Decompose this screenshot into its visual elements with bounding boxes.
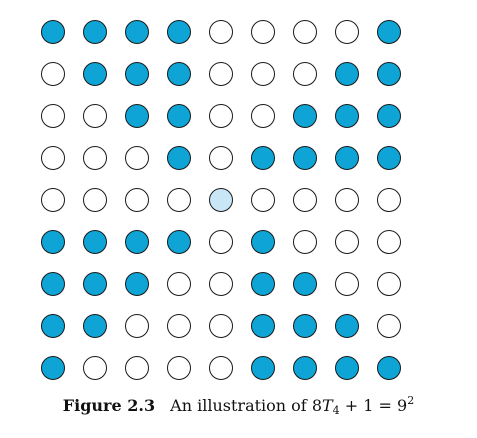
empty-dot (251, 62, 275, 86)
empty-dot (209, 356, 233, 380)
empty-dot (293, 62, 317, 86)
empty-dot (293, 20, 317, 44)
filled-dot (377, 104, 401, 128)
empty-dot (209, 104, 233, 128)
empty-dot (335, 188, 359, 212)
filled-dot (41, 230, 65, 254)
filled-dot (377, 20, 401, 44)
empty-dot (167, 272, 191, 296)
filled-dot (167, 104, 191, 128)
empty-dot (41, 104, 65, 128)
empty-dot (209, 230, 233, 254)
filled-dot (377, 62, 401, 86)
empty-dot (125, 356, 149, 380)
empty-dot (377, 272, 401, 296)
empty-dot (83, 146, 107, 170)
filled-dot (293, 146, 317, 170)
empty-dot (209, 62, 233, 86)
filled-dot (335, 146, 359, 170)
filled-dot (335, 104, 359, 128)
empty-dot (335, 20, 359, 44)
filled-dot (125, 272, 149, 296)
empty-dot (251, 20, 275, 44)
math-mid: + 1 = 9 (339, 396, 408, 415)
empty-dot (167, 188, 191, 212)
empty-dot (209, 314, 233, 338)
empty-dot (125, 188, 149, 212)
filled-dot (335, 314, 359, 338)
empty-dot (167, 314, 191, 338)
math-T: T (322, 396, 333, 415)
center-dot (209, 188, 233, 212)
filled-dot (125, 20, 149, 44)
filled-dot (167, 230, 191, 254)
filled-dot (41, 356, 65, 380)
filled-dot (125, 104, 149, 128)
empty-dot (251, 188, 275, 212)
dot-grid-figure (41, 20, 401, 380)
filled-dot (293, 104, 317, 128)
empty-dot (209, 272, 233, 296)
caption-math: 8T4 + 1 = 92 (311, 394, 415, 417)
empty-dot (83, 104, 107, 128)
filled-dot (41, 272, 65, 296)
filled-dot (251, 230, 275, 254)
figure-caption: Figure 2.3 An illustration of 8T4 + 1 = … (0, 394, 477, 417)
filled-dot (293, 314, 317, 338)
empty-dot (377, 230, 401, 254)
empty-dot (377, 314, 401, 338)
filled-dot (251, 356, 275, 380)
empty-dot (167, 356, 191, 380)
empty-dot (251, 104, 275, 128)
filled-dot (83, 314, 107, 338)
empty-dot (125, 314, 149, 338)
filled-dot (377, 146, 401, 170)
filled-dot (251, 314, 275, 338)
empty-dot (209, 20, 233, 44)
filled-dot (83, 62, 107, 86)
empty-dot (293, 230, 317, 254)
math-subscript: 4 (332, 404, 340, 417)
empty-dot (41, 146, 65, 170)
empty-dot (41, 62, 65, 86)
math-superscript: 2 (407, 394, 415, 407)
filled-dot (251, 272, 275, 296)
filled-dot (335, 356, 359, 380)
filled-dot (167, 20, 191, 44)
filled-dot (83, 230, 107, 254)
filled-dot (377, 356, 401, 380)
filled-dot (125, 230, 149, 254)
empty-dot (335, 272, 359, 296)
empty-dot (83, 356, 107, 380)
filled-dot (167, 146, 191, 170)
filled-dot (167, 62, 191, 86)
empty-dot (83, 188, 107, 212)
caption-text: An illustration of (170, 396, 312, 415)
filled-dot (251, 146, 275, 170)
empty-dot (41, 188, 65, 212)
empty-dot (125, 146, 149, 170)
filled-dot (125, 62, 149, 86)
filled-dot (41, 20, 65, 44)
filled-dot (335, 62, 359, 86)
empty-dot (335, 230, 359, 254)
filled-dot (41, 314, 65, 338)
filled-dot (83, 272, 107, 296)
figure-label: Figure 2.3 (62, 396, 156, 415)
filled-dot (293, 272, 317, 296)
empty-dot (209, 146, 233, 170)
empty-dot (293, 188, 317, 212)
filled-dot (83, 20, 107, 44)
filled-dot (293, 356, 317, 380)
empty-dot (377, 188, 401, 212)
